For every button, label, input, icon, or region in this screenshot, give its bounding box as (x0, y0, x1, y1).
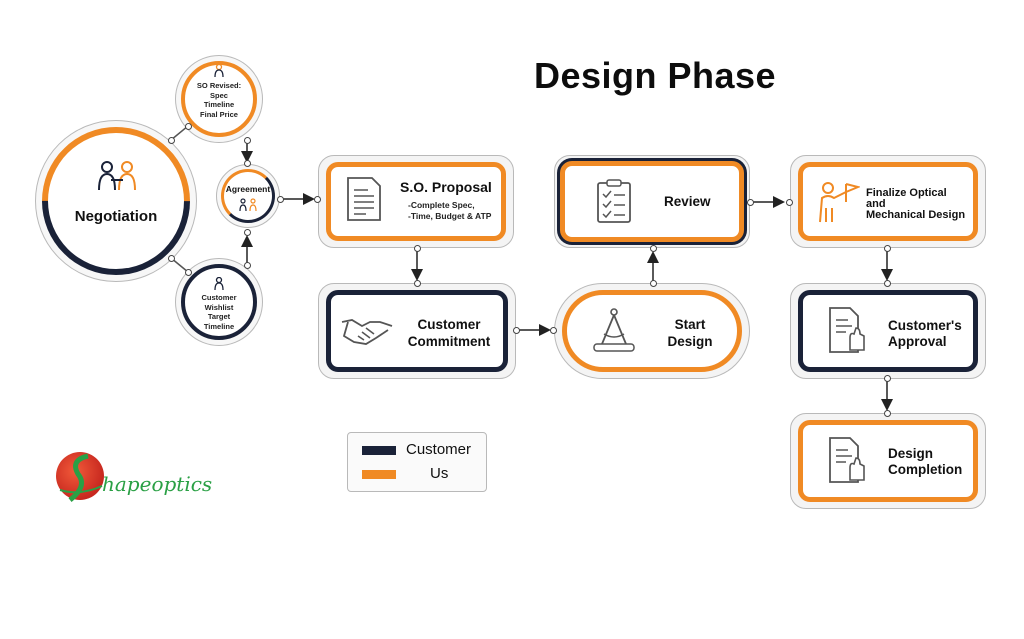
connector-dot (244, 137, 251, 144)
approval-line2: Approval (888, 334, 947, 349)
legend-swatch-us (362, 470, 396, 479)
connector-dot (244, 160, 251, 167)
connector-dot (786, 199, 793, 206)
wishlist-line4: Timeline (203, 321, 235, 331)
people-icon (95, 160, 139, 196)
start-design-box (562, 290, 742, 372)
so-revised-ring (181, 61, 257, 137)
connector-dot (185, 123, 192, 130)
customers-approval-box (798, 290, 978, 372)
legend-swatch-customer (362, 446, 396, 455)
so-revised-line3: Timeline (203, 100, 235, 109)
so-revised-line1: SO Revised: (196, 81, 242, 90)
connector-dot (884, 410, 891, 417)
connector-dot (277, 196, 284, 203)
design-completion-box (798, 420, 978, 502)
approval-line1: Customer's (888, 318, 962, 333)
person-icon (213, 63, 225, 78)
agreement-ring (221, 169, 275, 223)
so-revised-line4: Final Price (200, 109, 238, 119)
review-label: Review (664, 194, 711, 209)
connector-dot (414, 280, 421, 287)
connector-dot (168, 255, 175, 262)
wishlist-line3: Target (207, 312, 231, 321)
customer-wishlist-ring (181, 264, 257, 340)
wishlist-line2: Wishlist (204, 302, 234, 312)
connector-dot (314, 196, 321, 203)
connector-dot (884, 245, 891, 252)
so-revised-line2: Spec (210, 90, 228, 100)
connector-dot (414, 245, 421, 252)
handshake-people-icon (238, 198, 258, 212)
connector-dot (244, 229, 251, 236)
connector-dot (550, 327, 557, 334)
compass-icon (590, 306, 638, 354)
person-flag-icon (816, 180, 862, 224)
connector-dot (513, 327, 520, 334)
connector-dot (884, 280, 891, 287)
finalize-line1: Finalize Optical (866, 187, 947, 199)
connector-dot (650, 245, 657, 252)
finalize-line2: and (866, 198, 886, 210)
review-box (560, 161, 744, 242)
negotiation-label: Negotiation (74, 208, 158, 225)
wishlist-line1: Customer (201, 293, 237, 302)
connector-dot (650, 280, 657, 287)
page-title: Design Phase (533, 55, 777, 96)
start-design-line2: Design (667, 334, 713, 349)
connector-dot (168, 137, 175, 144)
document-icon (346, 176, 382, 222)
customer-commitment-line2: Commitment (407, 334, 491, 349)
finalize-box (798, 162, 978, 241)
finalize-line3: Mechanical Design (866, 209, 966, 221)
connector-dot (244, 262, 251, 269)
approval-document-icon (828, 436, 866, 486)
legend-label-customer: Customer (406, 441, 472, 458)
completion-line1: Design (888, 446, 934, 461)
customer-commitment-line1: Customer (417, 317, 481, 332)
agreement-label: Agreement (225, 184, 271, 194)
legend: Customer Us (347, 432, 487, 492)
clipboard-checklist-icon (596, 178, 632, 224)
person-icon (213, 276, 225, 291)
connector-dot (747, 199, 754, 206)
start-design-line1: Start (674, 317, 706, 332)
connector-dot (884, 375, 891, 382)
completion-line2: Completion (888, 462, 963, 477)
logo-mark (54, 450, 108, 504)
connector-dot (185, 269, 192, 276)
so-proposal-title: S.O. Proposal (400, 179, 492, 195)
handshake-icon (340, 314, 394, 348)
customer-commitment-box (326, 290, 508, 372)
legend-label-us: Us (430, 465, 449, 482)
so-proposal-sub1: -Complete Spec, (408, 200, 475, 210)
so-proposal-sub2: -Time, Budget & ATP (408, 211, 492, 221)
approval-document-icon (828, 306, 866, 356)
logo-text: hapeoptics (102, 472, 213, 496)
